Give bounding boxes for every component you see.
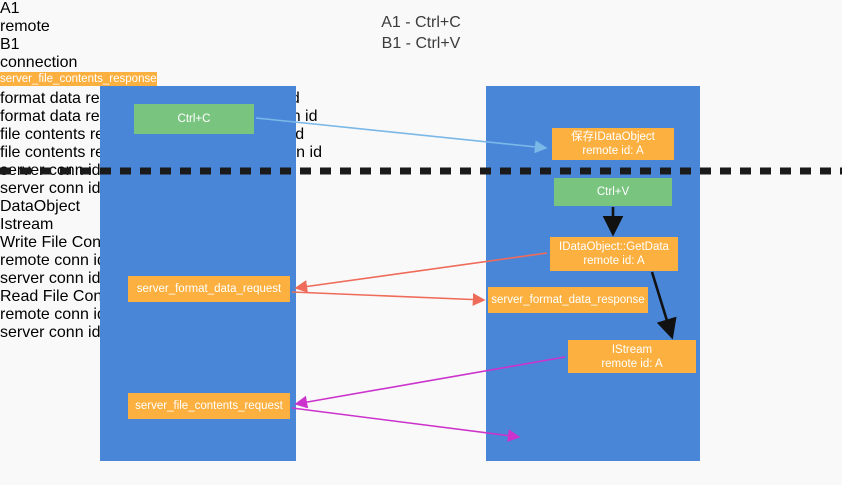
node-server-format-data-response[interactable]: server_format_data_response [488,287,648,313]
node-istream-line2: remote id: A [601,357,663,370]
node-sfcresp-label: server_file_contents_response [0,73,157,85]
node-sfcreq-label: server_file_contents_request [135,400,283,412]
lane-a1-name: A1 [0,0,20,17]
node-getdata-line1: IDataObject::GetData [559,241,669,253]
node-sfdreq-label: server_format_data_request [136,283,282,295]
node-istream[interactable]: IStream remote id: A [568,340,696,373]
node-ctrl-v-label: Ctrl+V [596,186,630,198]
label-left-conn-ids-bottom: remote conn id server conn id [0,306,842,342]
node-server-file-contents-response[interactable]: server_file_contents_response [0,72,157,86]
node-idataobject[interactable]: 保存IDataObject remote id: A [552,128,674,160]
lane-a1-role: remote [0,18,50,35]
node-istream-line1: IStream [611,343,653,356]
node-idataobject-getdata[interactable]: IDataObject::GetData remote id: A [550,237,678,271]
page-title: A1 - Ctrl+C B1 - Ctrl+V [381,14,461,52]
node-idataobject-line1: 保存IDataObject [571,131,655,143]
node-sfdresp-label: server_format_data_response [491,294,645,306]
lane-b1-name: B1 [0,36,20,53]
label-istream: Istream [0,216,54,233]
label-left-conn-ids-top: remote conn id server conn id [0,252,842,288]
arrow-file-contents-response [291,407,521,442]
lane-header-a1: A1 remote [0,0,140,36]
node-server-format-data-request[interactable]: server_format_data_request [128,276,290,302]
node-getdata-line2: remote id: A [583,255,645,267]
node-ctrl-c[interactable]: Ctrl+C [134,104,254,134]
label-server-conn-id-left-top: server conn id [0,270,101,287]
label-remote-conn-id-top: remote conn id [0,252,106,269]
lane-header-b1: B1 connection [0,36,140,72]
node-ctrl-v[interactable]: Ctrl+V [554,178,672,206]
label-dataobject: DataObject [0,198,81,215]
node-idataobject-line2: remote id: A [582,145,644,157]
label-remote-conn-id-bottom: remote conn id [0,306,106,323]
node-ctrl-c-label: Ctrl+C [177,113,211,125]
label-server-conn-id-mid: server conn id [0,180,101,197]
label-server-conn-id-left-bottom: server conn id [0,324,101,341]
lane-b1-role: connection [0,54,78,71]
node-server-file-contents-request[interactable]: server_file_contents_request [128,393,290,419]
